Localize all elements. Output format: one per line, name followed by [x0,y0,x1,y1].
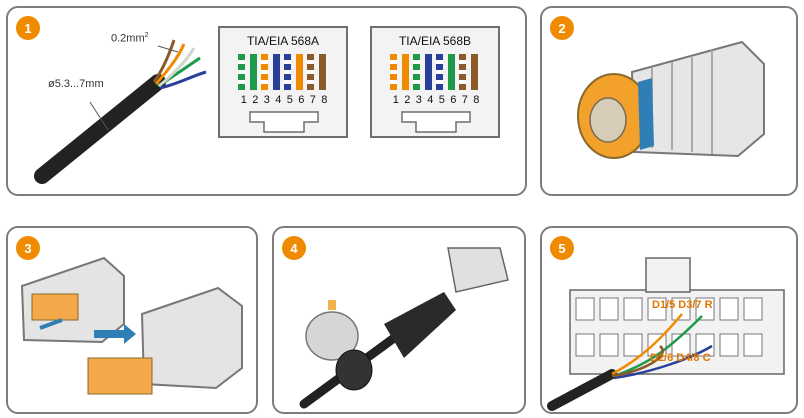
wire-white-stripe [158,47,196,88]
pin-wire-4 [272,54,280,90]
wire5-green [613,315,703,378]
pin-wire-2 [249,54,257,90]
seal-plug [328,300,336,310]
pin-wire-6 [447,54,455,90]
pin-number-8: 8 [321,94,328,106]
push-arrow-blue [39,318,63,330]
cable-diameter-label: ø5.3...7mm [48,78,104,90]
pin-wire-3 [413,54,420,90]
cable-illustration [34,39,207,184]
connector-body-4 [384,292,456,358]
terminal-block-removed [87,357,153,395]
wire-orange [154,43,186,85]
standard-568b-title: TIA/EIA 568B [398,34,472,48]
wire5-blue [613,344,713,380]
cable-5 [547,369,617,411]
panel-step-5: 5 D1/5 D3/7 R D2/6 D4/8 C [540,226,798,414]
connector-blue-ring [638,78,654,150]
seal-closeup [305,311,359,361]
pin-number-3: 3 [263,94,270,106]
pin-number-6: 6 [298,94,305,106]
terminal-cells [575,297,763,357]
wire5-brown [611,345,664,378]
standard-568b-wires [390,54,482,90]
terminal-removal-illustration [20,256,243,395]
pin-number-4: 4 [275,94,282,106]
direction-arrow [94,324,136,344]
pin-number-5: 5 [438,94,445,106]
step-badge-1: 1 [16,16,40,40]
pin-number-2: 2 [252,94,259,106]
step-badge-3: 3 [16,236,40,260]
standard-568a-title: TIA/EIA 568A [246,34,320,48]
pin-wire-7 [459,54,466,90]
step-badge-2: 2 [550,16,574,40]
connector-seal [589,97,627,143]
rj45-outline-b [401,111,471,133]
terminal-block-inserted [31,293,79,321]
nut-4 [335,349,373,391]
wire5-orange [611,313,683,376]
panel-step-3: 3 [6,226,258,414]
wire-blue [159,70,207,90]
cable-jacket [34,74,166,184]
rj45-outline-a [249,111,319,133]
pin-number-5: 5 [286,94,293,106]
pin-number-4: 4 [427,94,434,106]
step-badge-5: 5 [550,236,574,260]
threading-illustration [299,247,509,409]
terminal-labels-bottom: D2/6 D4/8 C [650,352,711,364]
pin-wire-8 [470,54,478,90]
connector-body-right [140,286,243,390]
pin-wire-1 [238,54,245,90]
pin-number-3: 3 [415,94,422,106]
connector-assembled-illustration [577,40,765,159]
step-badge-4: 4 [282,236,306,260]
pin-number-6: 6 [450,94,457,106]
terminal-labels-top: D1/5 D3/7 R [652,299,713,311]
pin-number-1: 1 [392,94,399,106]
pin-wire-6 [295,54,303,90]
pin-wire-5 [284,54,291,90]
diameter-leader [89,101,109,131]
panel-step-2: 2 [540,6,798,196]
pin-number-7: 7 [309,94,316,106]
pin-wire-7 [307,54,314,90]
pin-wire-2 [401,54,409,90]
pin-number-7: 7 [461,94,468,106]
panel-step-4: 4 [272,226,526,414]
pin-wire-5 [436,54,443,90]
pin-number-1: 1 [240,94,247,106]
wire-brown [152,39,176,83]
pin-wire-3 [261,54,268,90]
terminal-block [447,247,509,293]
pin-number-2: 2 [404,94,411,106]
standard-568a-wires [238,54,330,90]
terminal-wiring-illustration [547,257,785,411]
pin-wire-4 [424,54,432,90]
gauge-leader [157,45,179,53]
wire-gauge-label: 0.2mm2 [111,32,149,45]
terminal-latch [645,257,691,293]
pin-wire-8 [318,54,326,90]
pin-number-8: 8 [473,94,480,106]
pin-wire-1 [390,54,397,90]
